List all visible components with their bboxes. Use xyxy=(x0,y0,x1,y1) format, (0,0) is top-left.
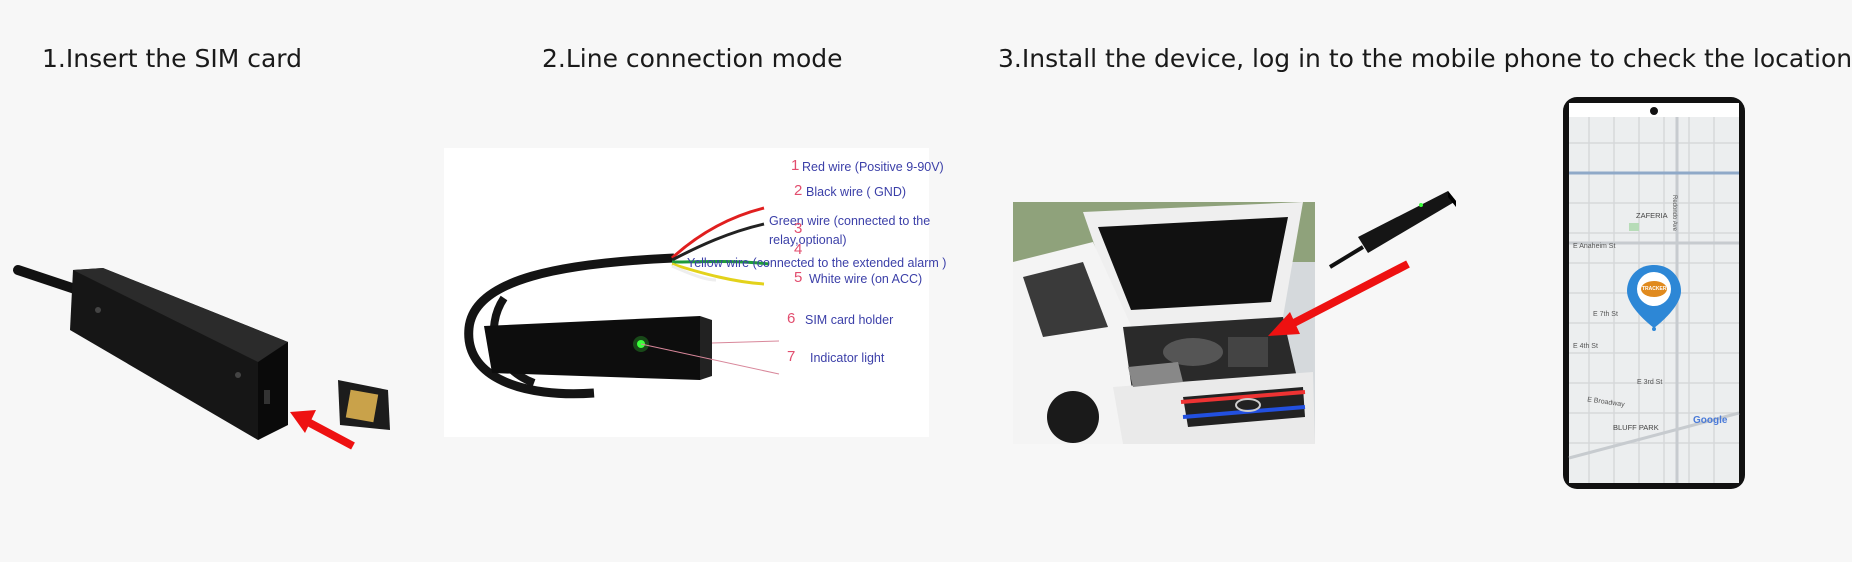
wire-2-number: 2 xyxy=(794,182,803,199)
map-label-redondo: Redondo Ave xyxy=(1671,195,1677,231)
wire-3-number: 3 xyxy=(794,220,803,237)
gps-device-sim-image xyxy=(13,265,390,450)
google-logo: Google xyxy=(1693,415,1728,426)
wire-3-label: Green wire (connected to the xyxy=(769,214,931,228)
map-label-7th: E 7th St xyxy=(1593,311,1618,318)
wire-6-label: SIM card holder xyxy=(805,313,894,327)
wire-3-label-cont: relay,optional) xyxy=(769,233,847,247)
wire-1-number: 1 xyxy=(791,157,800,174)
step-1-title: 1.Insert the SIM card xyxy=(42,44,303,73)
wire-5-label: White wire (on ACC) xyxy=(809,272,923,286)
wire-5-number: 5 xyxy=(794,269,803,286)
device-to-car-image xyxy=(1328,191,1456,269)
wire-2-label: Black wire ( GND) xyxy=(806,185,907,199)
sim-insert-illustration xyxy=(13,250,408,460)
step-2-title: 2.Line connection mode xyxy=(542,44,843,73)
car-engine-photo xyxy=(1013,202,1315,444)
phone-screen: ZAFERIA E Anaheim St E 7th St E 4th St E… xyxy=(1568,103,1740,483)
map-label-4th: E 4th St xyxy=(1573,343,1598,350)
wire-4-label: Yellow wire (connected to the extended a… xyxy=(687,256,947,270)
step-3-title: 3.Install the device, log in to the mobi… xyxy=(998,44,1852,73)
map-label-zaferia: ZAFERIA xyxy=(1636,211,1668,220)
pin-text: TRACKER xyxy=(1642,286,1667,292)
map-label-3rd: E 3rd St xyxy=(1637,379,1663,386)
map-label-bluff-park: BLUFF PARK xyxy=(1613,423,1659,432)
car-install-image xyxy=(1013,202,1315,444)
wire-6-number: 6 xyxy=(787,310,796,327)
phone-map-mockup: ZAFERIA E Anaheim St E 7th St E 4th St E… xyxy=(1563,97,1745,489)
wiring-diagram: 1 Red wire (Positive 9-90V) 2 Black wire… xyxy=(444,148,946,437)
map-label-anaheim: E Anaheim St xyxy=(1573,243,1616,250)
wire-7-number: 7 xyxy=(787,348,796,365)
map-view xyxy=(1568,103,1740,483)
wire-1-label: Red wire (Positive 9-90V) xyxy=(802,160,944,174)
wire-7-label: Indicator light xyxy=(810,351,885,365)
wiring-device-image xyxy=(464,206,780,399)
device-install-arrow xyxy=(1318,185,1478,275)
wire-4-number: 4 xyxy=(794,241,803,258)
